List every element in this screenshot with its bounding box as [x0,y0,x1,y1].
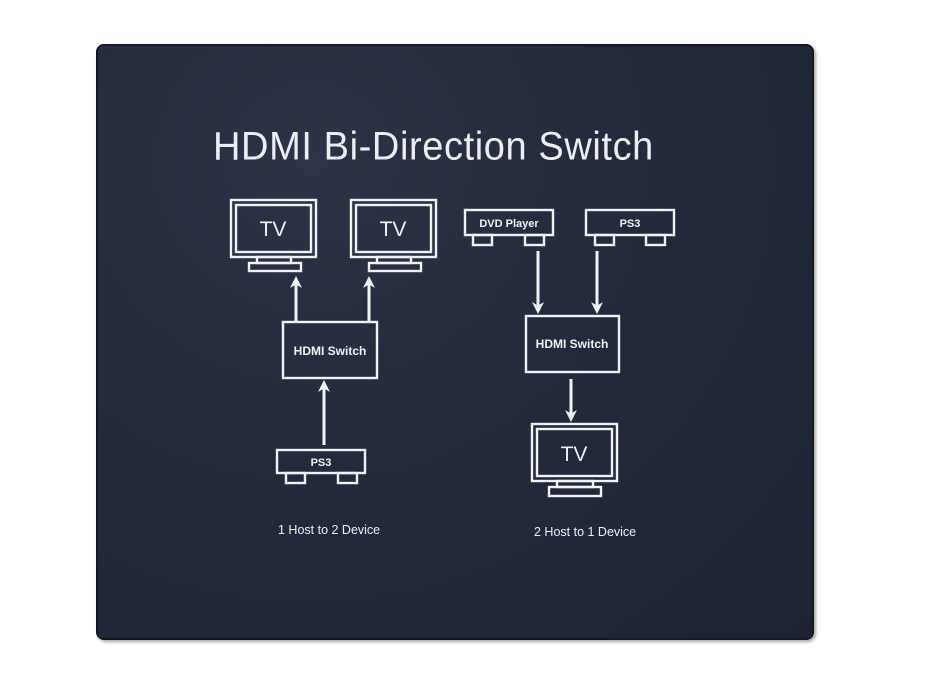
svg-text:TV: TV [260,218,287,241]
console-icon [275,448,367,485]
console-icon [584,208,676,247]
tv-icon [229,198,318,273]
svg-text:HDMI Switch: HDMI Switch [536,337,609,351]
hdmi-switch-box [524,314,621,374]
box-title: HDMI Bi-Direction Switch [213,124,654,170]
svg-text:TV: TV [561,443,588,466]
dvd-player-icon [463,208,555,247]
tv-icon [530,422,619,498]
tv-icon [349,198,438,273]
product-box [96,44,814,640]
svg-text:PS3: PS3 [311,457,332,469]
hdmi-switch-box [281,320,379,380]
svg-text:DVD Player: DVD Player [479,218,539,230]
caption-1-host-2-device: 1 Host to 2 Device [278,523,381,537]
caption-2-host-1-device: 2 Host to 1 Device [534,525,637,539]
svg-text:TV: TV [380,218,407,241]
svg-text:PS3: PS3 [620,218,641,230]
svg-text:HDMI Switch: HDMI Switch [294,344,367,358]
